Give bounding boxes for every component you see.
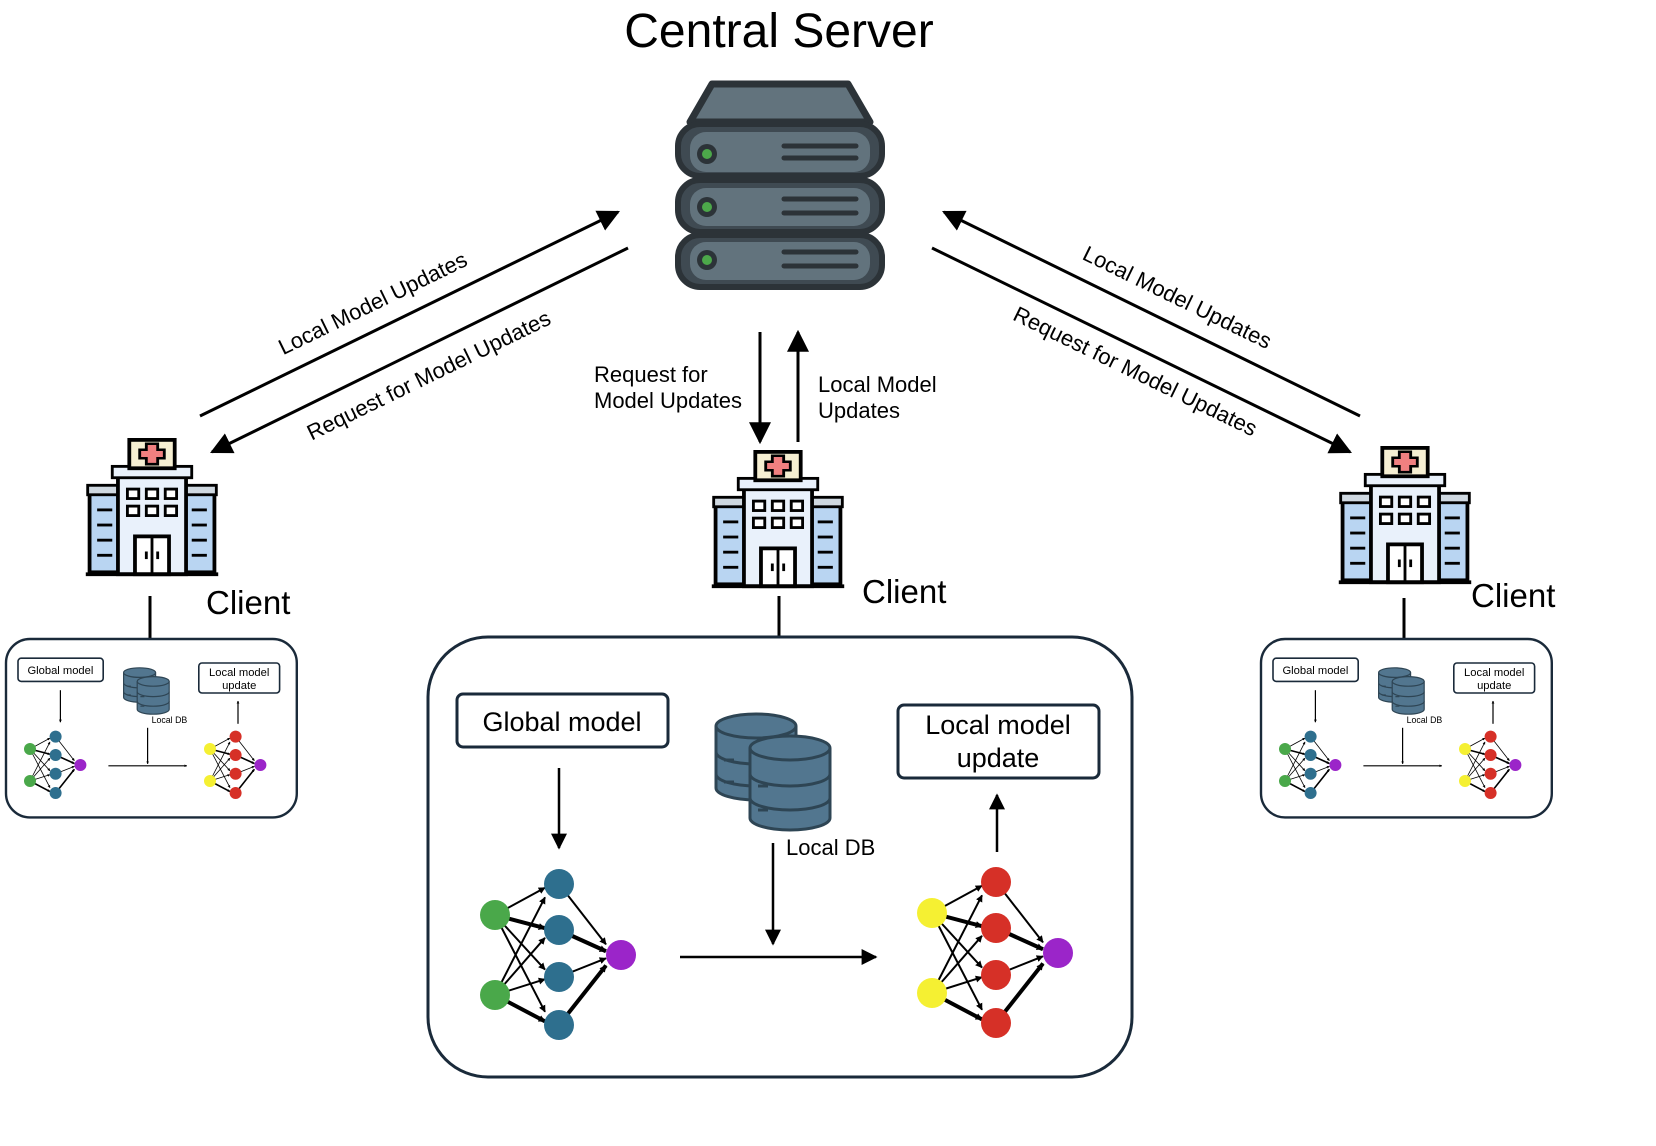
right-global-input-node-1: [1279, 775, 1291, 787]
global-edge-in1-h0: [494, 896, 546, 996]
right-local-input-node-1: [1459, 775, 1471, 787]
local-hidden-node-1: [981, 913, 1011, 943]
right-global-edge-in1-h0: [1284, 741, 1306, 782]
label-center-request-1: Request for: [594, 362, 708, 387]
local-model-network-small-left: [204, 730, 267, 799]
left-global-output-node: [74, 759, 87, 771]
label-center-request-2: Model Updates: [594, 388, 742, 413]
left-local-edge-in1-h0: [209, 741, 231, 782]
local-db-label: Local DB: [786, 835, 875, 860]
left-global-hidden-node-3: [49, 787, 62, 799]
small-local-update-label2-right: update: [1477, 680, 1511, 692]
global-model-label: Global model: [482, 707, 641, 737]
arrow-right-request: [931, 246, 1352, 454]
local-input-node-1: [917, 978, 947, 1008]
label-left-local-updates: Local Model Updates: [274, 247, 471, 360]
client-label-right: Client: [1471, 577, 1555, 614]
left-local-output-node: [254, 759, 267, 771]
local-edge-in1-h0: [931, 894, 983, 994]
left-global-edge-in0-h3: [29, 748, 51, 788]
label-center-local-1: Local Model: [818, 372, 937, 397]
small-global-model-label-right: Global model: [1282, 665, 1348, 677]
global-model-box: [455, 692, 670, 749]
client-panel-left: Global model Local model update Local DB: [4, 637, 299, 819]
label-right-local-updates: Local Model Updates: [1079, 241, 1276, 354]
global-hidden-node-0: [544, 869, 574, 899]
hospital-icon-right: [1337, 446, 1473, 585]
global-hidden-node-2: [544, 962, 574, 992]
right-global-hidden-node-0: [1304, 730, 1317, 743]
global-hidden-node-1: [544, 915, 574, 945]
global-input-node-1: [480, 980, 510, 1010]
right-global-hidden-node-1: [1304, 749, 1317, 761]
small-local-update-label1-right: Local model: [1464, 667, 1524, 679]
local-update-label-2: update: [957, 743, 1040, 773]
arrow-right-local-updates: [942, 210, 1361, 418]
left-local-hidden-node-3: [229, 787, 242, 799]
local-update-box: [896, 703, 1101, 780]
client-label-left: Client: [206, 584, 290, 621]
hospital-icon-center: [710, 450, 846, 589]
right-local-hidden-node-3: [1484, 787, 1497, 799]
right-local-input-node-0: [1459, 743, 1471, 755]
right-local-hidden-node-2: [1484, 767, 1497, 780]
right-global-hidden-node-3: [1304, 787, 1317, 799]
local-update-label-1: Local model: [925, 710, 1071, 740]
left-local-input-node-1: [204, 775, 216, 787]
right-local-hidden-node-0: [1484, 730, 1497, 743]
right-global-input-node-0: [1279, 743, 1291, 755]
left-global-hidden-node-0: [49, 730, 62, 743]
global-model-network: [480, 869, 636, 1040]
left-global-hidden-node-2: [49, 767, 62, 780]
global-edge-in0-h3: [494, 914, 546, 1013]
right-local-output-node: [1509, 759, 1522, 771]
left-local-edge-in0-h3: [209, 748, 231, 788]
left-local-input-node-0: [204, 743, 216, 755]
right-global-output-node: [1329, 759, 1342, 771]
left-local-hidden-node-1: [229, 749, 242, 761]
edges: [199, 210, 1361, 454]
left-global-edge-in1-h0: [29, 741, 51, 782]
right-local-hidden-node-1: [1484, 749, 1497, 761]
left-global-input-node-0: [24, 743, 36, 755]
local-model-network: [917, 867, 1073, 1038]
global-output-node: [606, 940, 636, 970]
small-local-update-label2-left: update: [222, 680, 256, 692]
small-local-db-label-left: Local DB: [152, 715, 188, 725]
global-model-network-small-right: [1279, 730, 1342, 799]
right-local-edge-in0-h3: [1464, 748, 1486, 788]
global-model-network-small-left: [24, 730, 87, 799]
small-local-update-label1-left: Local model: [209, 667, 269, 679]
left-global-input-node-1: [24, 775, 36, 787]
right-local-edge-in1-h0: [1464, 741, 1486, 782]
small-global-model-label-left: Global model: [27, 665, 93, 677]
left-local-hidden-node-0: [229, 730, 242, 743]
client-panel-center: Global model Local model update Local DB: [426, 635, 1134, 1079]
small-local-db-label-right: Local DB: [1407, 715, 1443, 725]
client-panel-right: Global model Local model update Local DB: [1259, 637, 1554, 819]
diagram-title: Central Server: [624, 5, 933, 58]
local-hidden-node-2: [981, 960, 1011, 990]
local-edge-in0-h3: [931, 912, 983, 1011]
left-local-hidden-node-2: [229, 767, 242, 780]
local-output-node: [1043, 938, 1073, 968]
right-global-hidden-node-2: [1304, 767, 1317, 780]
local-input-node-0: [917, 898, 947, 928]
global-hidden-node-3: [544, 1010, 574, 1040]
left-global-hidden-node-1: [49, 749, 62, 761]
arrow-left-local-updates: [199, 210, 620, 418]
local-model-network-small-right: [1459, 730, 1522, 799]
right-global-edge-in0-h3: [1284, 748, 1306, 788]
hospital-icon-left: [84, 438, 220, 577]
local-hidden-node-3: [981, 1008, 1011, 1038]
global-input-node-0: [480, 900, 510, 930]
arrow-left-request: [210, 246, 629, 454]
client-label-center: Client: [862, 573, 946, 610]
local-hidden-node-0: [981, 867, 1011, 897]
server-icon: [675, 80, 885, 290]
label-center-local-2: Updates: [818, 398, 900, 423]
